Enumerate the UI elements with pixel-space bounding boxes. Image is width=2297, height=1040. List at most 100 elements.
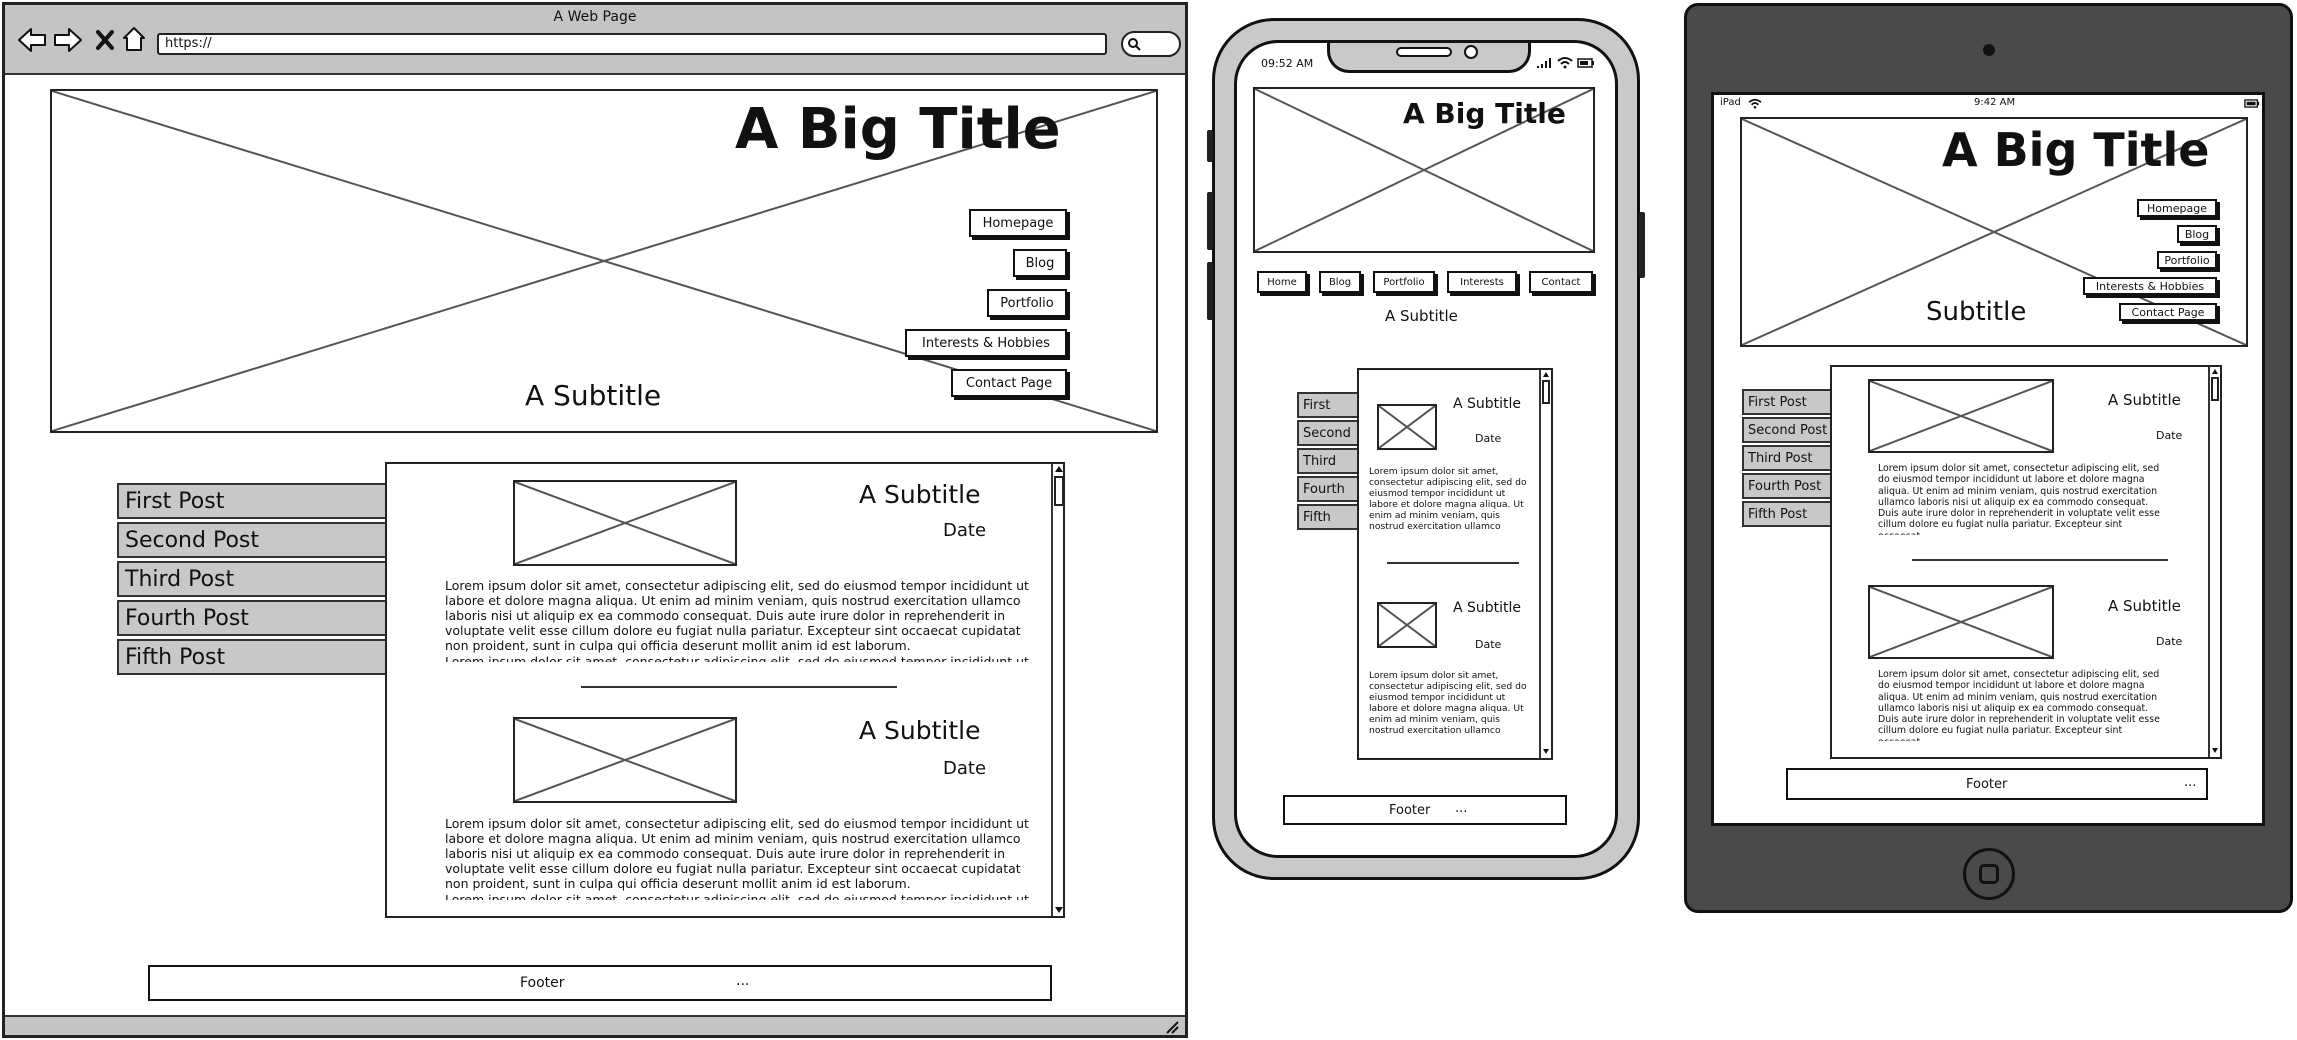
tablet-status-device: iPad — [1720, 97, 1741, 108]
nav-portfolio-button[interactable]: Portfolio — [2157, 251, 2217, 269]
post-divider — [581, 686, 897, 688]
home-button-square — [1979, 864, 1999, 884]
home-icon[interactable] — [121, 25, 147, 53]
nav-home-button[interactable]: Home — [1257, 271, 1307, 293]
nav-contact-button[interactable]: Contact Page — [951, 369, 1067, 397]
nav-contact-button[interactable]: Contact — [1529, 271, 1593, 293]
scroll-down-arrow-icon[interactable] — [1542, 748, 1550, 755]
post-image-placeholder — [1377, 404, 1437, 450]
nav-portfolio-button[interactable]: Portfolio — [1373, 271, 1435, 293]
post-body-cutoff: Lorem ipsum dolor sit amet, consectetur … — [445, 892, 1029, 900]
tab-second-post[interactable]: Second Post — [1742, 417, 1834, 443]
scroll-down-arrow-icon[interactable] — [1054, 906, 1064, 914]
post-body: Lorem ipsum dolor sit amet, consectetur … — [1878, 463, 2160, 535]
address-bar[interactable]: https:// — [157, 33, 1107, 55]
tab-fifth-post[interactable]: Fifth Post — [117, 639, 387, 675]
tab-fifth[interactable]: Fifth — [1297, 504, 1361, 530]
resize-grip-icon[interactable] — [1165, 1020, 1179, 1034]
post-subtitle: A Subtitle — [859, 480, 981, 509]
posts-scrollbar[interactable] — [2208, 367, 2220, 757]
post-date: Date — [943, 520, 987, 541]
post-body: Lorem ipsum dolor sit amet, consectetur … — [445, 578, 1029, 653]
hero-image-placeholder — [1253, 87, 1595, 253]
tab-fourth[interactable]: Fourth — [1297, 476, 1361, 502]
post-subtitle: A Subtitle — [1453, 600, 1522, 616]
nav-homepage-button[interactable]: Homepage — [969, 209, 1067, 237]
post-divider — [1387, 562, 1519, 564]
hero-subtitle: Subtitle — [1926, 297, 2027, 327]
tab-third-post[interactable]: Third Post — [1742, 445, 1834, 471]
tab-fourth-post[interactable]: Fourth Post — [1742, 473, 1834, 499]
nav-blog-button[interactable]: Blog — [1319, 271, 1361, 293]
tab-second-post[interactable]: Second Post — [117, 522, 387, 558]
tab-first-post[interactable]: First Post — [1742, 389, 1834, 415]
tab-fifth-post[interactable]: Fifth Post — [1742, 501, 1834, 527]
post-subtitle: A Subtitle — [859, 716, 981, 745]
wifi-icon — [1748, 98, 1762, 109]
close-icon[interactable] — [95, 29, 115, 51]
tablet-screen: iPad 9:42 AM A Big Title Subtitle Homepa… — [1711, 92, 2265, 826]
post-image-placeholder — [513, 480, 737, 566]
back-arrow-icon[interactable] — [17, 27, 47, 53]
post-image-placeholder — [1868, 379, 2054, 453]
phone-camera — [1464, 45, 1478, 59]
post-body: Lorem ipsum dolor sit amet, consectetur … — [1369, 670, 1527, 737]
phone-notch — [1327, 43, 1531, 73]
nav-interests-button[interactable]: Interests — [1447, 271, 1517, 293]
phone-screen: 09:52 AM A Big Title Home Blog Portfolio… — [1234, 40, 1618, 858]
browser-search-box[interactable] — [1121, 31, 1181, 57]
post-date: Date — [1475, 638, 1502, 651]
post-image-placeholder — [513, 717, 737, 803]
posts-panel[interactable]: A Subtitle Date Lorem ipsum dolor sit am… — [1830, 365, 2222, 759]
tab-fourth-post[interactable]: Fourth Post — [117, 600, 387, 636]
url-text: https:// — [165, 36, 212, 51]
post-image-placeholder — [1868, 585, 2054, 659]
nav-interests-button[interactable]: Interests & Hobbies — [905, 329, 1067, 357]
phone-speaker — [1396, 47, 1452, 57]
post-body-cutoff: Lorem ipsum dolor sit amet, consectetur … — [445, 654, 1029, 662]
nav-blog-button[interactable]: Blog — [1013, 249, 1067, 277]
signal-icon — [1537, 58, 1551, 68]
search-icon — [1128, 38, 1141, 51]
tab-second[interactable]: Second — [1297, 420, 1361, 446]
footer-label: Footer — [520, 975, 565, 991]
scrollbar-thumb[interactable] — [1542, 380, 1550, 404]
scroll-up-arrow-icon[interactable] — [1054, 465, 1064, 473]
nav-blog-button[interactable]: Blog — [2177, 225, 2217, 243]
tab-third-post[interactable]: Third Post — [117, 561, 387, 597]
scrollbar-thumb[interactable] — [1054, 476, 1063, 506]
post-image-placeholder — [1377, 602, 1437, 648]
nav-contact-button[interactable]: Contact Page — [2119, 303, 2217, 321]
browser-status-bar — [5, 1015, 1185, 1035]
battery-icon — [2244, 99, 2260, 108]
hero-subtitle: A Subtitle — [525, 379, 662, 412]
page-footer: Footer ... — [1786, 768, 2208, 800]
tab-third[interactable]: Third — [1297, 448, 1361, 474]
post-subtitle: A Subtitle — [2108, 391, 2181, 409]
tablet-status-time: 9:42 AM — [1974, 97, 2016, 108]
footer-more: ... — [1455, 801, 1468, 816]
post-date: Date — [2156, 635, 2183, 648]
phone-side-button — [1207, 192, 1213, 250]
scroll-up-arrow-icon[interactable] — [1542, 371, 1550, 378]
posts-scrollbar[interactable] — [1539, 370, 1551, 758]
post-subtitle: A Subtitle — [2108, 597, 2181, 615]
nav-portfolio-button[interactable]: Portfolio — [987, 289, 1067, 317]
post-date: Date — [1475, 432, 1502, 445]
posts-panel[interactable]: A Subtitle Date Lorem ipsum dolor sit am… — [385, 462, 1065, 918]
post-date: Date — [2156, 429, 2183, 442]
nav-interests-button[interactable]: Interests & Hobbies — [2083, 277, 2217, 295]
forward-arrow-icon[interactable] — [53, 27, 83, 53]
page-title: A Big Title — [735, 97, 1061, 162]
nav-homepage-button[interactable]: Homepage — [2137, 199, 2217, 217]
browser-toolbar: A Web Page https:// — [5, 5, 1185, 75]
tablet-home-button[interactable] — [1963, 848, 2015, 900]
posts-scrollbar[interactable] — [1051, 464, 1064, 916]
tab-first-post[interactable]: First Post — [117, 483, 387, 519]
scroll-down-arrow-icon[interactable] — [2211, 747, 2219, 754]
posts-panel[interactable]: A Subtitle Date Lorem ipsum dolor sit am… — [1357, 368, 1553, 760]
tab-first[interactable]: First — [1297, 392, 1361, 418]
scroll-up-arrow-icon[interactable] — [2211, 368, 2219, 375]
scrollbar-thumb[interactable] — [2211, 377, 2219, 401]
phone-side-button — [1207, 130, 1213, 162]
